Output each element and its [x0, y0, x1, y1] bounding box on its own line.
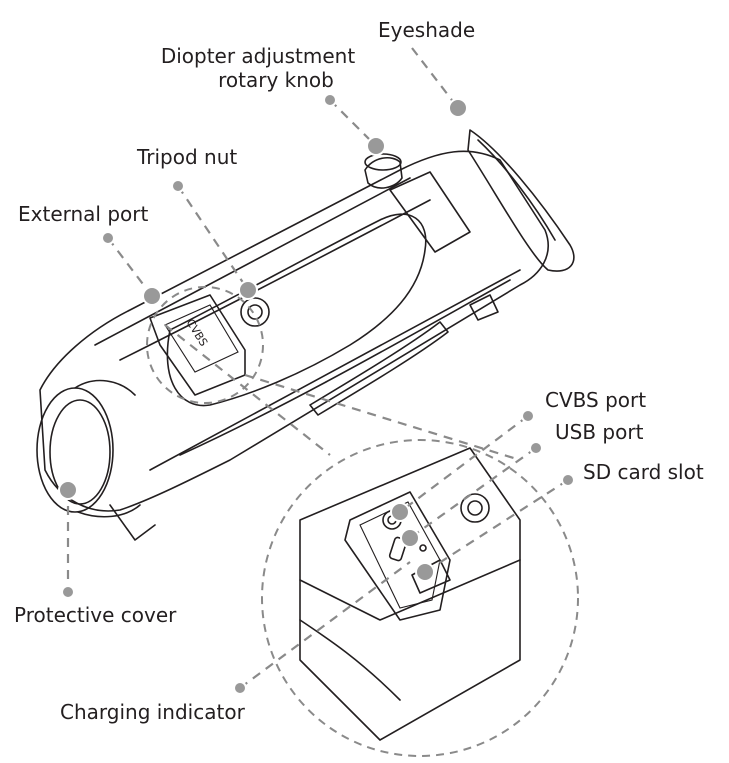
label-cvbs-port: CVBS port — [545, 388, 647, 412]
external-port-cover-part: CVBS — [149, 294, 246, 396]
leader-diopter — [329, 99, 377, 147]
marker-diopter-top — [323, 93, 337, 107]
label-diopter-line2: rotary knob — [218, 68, 334, 92]
marker-protective-bottom — [61, 585, 75, 599]
marker-protective — [58, 480, 78, 500]
marker-cvbs — [390, 502, 410, 522]
label-tripod-nut: Tripod nut — [137, 145, 238, 169]
marker-diopter — [366, 136, 386, 156]
marker-external — [142, 286, 162, 306]
marker-eyeshade — [448, 98, 468, 118]
marker-sd-top — [561, 473, 575, 487]
leader-sd — [424, 479, 569, 573]
leader-tripod — [177, 185, 249, 291]
label-charging-indicator: Charging indicator — [60, 700, 245, 724]
marker-charging — [233, 681, 247, 695]
zoom-circle — [261, 439, 579, 757]
monocular-body — [36, 150, 549, 541]
zoom-detail — [299, 447, 521, 741]
marker-usb-top — [529, 441, 543, 455]
leader-charging — [239, 561, 411, 689]
svg-text:CVBS: CVBS — [183, 317, 210, 349]
label-eyeshade: Eyeshade — [378, 18, 476, 42]
marker-sd — [415, 562, 435, 582]
label-external-port: External port — [18, 202, 149, 226]
leader-cvbs — [399, 415, 529, 513]
leader-eyeshade — [411, 47, 459, 109]
marker-tripod-top — [171, 179, 185, 193]
marker-external-top — [101, 231, 115, 245]
leader-usb — [409, 447, 537, 539]
label-diopter-line1: Diopter adjustment — [160, 44, 356, 68]
label-protective-cover: Protective cover — [14, 603, 177, 627]
zoom-source-circle — [146, 286, 264, 404]
label-usb-port: USB port — [555, 420, 644, 444]
marker-usb — [400, 528, 420, 548]
label-sd-card-slot: SD card slot — [583, 460, 704, 484]
eyeshade-part — [467, 129, 575, 272]
leader-external — [107, 237, 153, 297]
diopter-knob-part — [364, 153, 403, 189]
marker-tripod — [238, 280, 258, 300]
marker-cvbs-top — [521, 409, 535, 423]
tripod-nut-part — [240, 297, 270, 327]
